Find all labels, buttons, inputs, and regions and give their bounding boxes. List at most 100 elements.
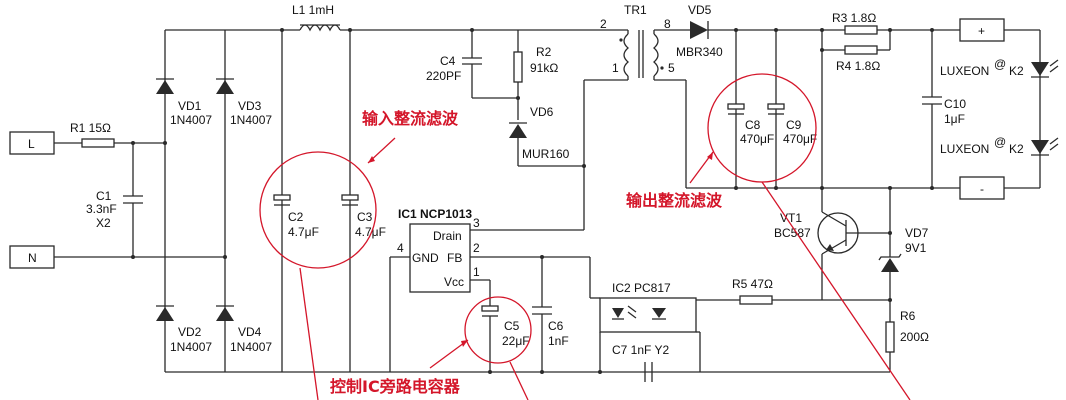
- capacitor-c3: C3 4.7μF: [341, 194, 386, 239]
- svg-text:控制IC旁路电容器: 控制IC旁路电容器: [330, 377, 461, 396]
- annotation-ic-bypass: 控制IC旁路电容器: [330, 296, 532, 400]
- svg-text:2: 2: [600, 17, 607, 31]
- svg-text:GND: GND: [412, 251, 439, 265]
- diode-vd3: VD3 1N4007: [216, 78, 272, 127]
- capacitor-c4: C4 220PF: [426, 54, 461, 83]
- zener-vd7: VD7 9V1: [878, 226, 929, 272]
- svg-text:+: +: [978, 24, 985, 38]
- svg-text:IC1 NCP1013: IC1 NCP1013: [398, 207, 472, 221]
- capacitor-c5: C5 22μF: [481, 305, 530, 372]
- svg-text:8: 8: [664, 17, 671, 31]
- led-1: LUXEON @ K2: [940, 57, 1059, 78]
- svg-text:VT1: VT1: [780, 211, 802, 225]
- svg-text:C7 1nF Y2: C7 1nF Y2: [612, 343, 669, 357]
- svg-text:IC2 PC817: IC2 PC817: [612, 281, 671, 295]
- svg-text:VD6: VD6: [530, 105, 554, 119]
- svg-text:1: 1: [473, 265, 480, 279]
- svg-text:470μF: 470μF: [740, 132, 774, 146]
- svg-text:5: 5: [668, 61, 675, 75]
- svg-text:输出整流滤波: 输出整流滤波: [626, 191, 723, 210]
- terminal-line: L: [9, 131, 55, 155]
- svg-text:22μF: 22μF: [502, 334, 530, 348]
- svg-text:VD1: VD1: [178, 99, 202, 113]
- ic2-pc817: IC2 PC817: [599, 281, 697, 333]
- annotation-output-filter: 输出整流滤波: [626, 73, 911, 400]
- svg-text:C6: C6: [548, 319, 564, 333]
- capacitor-c10: C10 1μF: [944, 97, 966, 126]
- svg-text:Vcc: Vcc: [444, 275, 464, 289]
- svg-text:470μF: 470μF: [783, 132, 817, 146]
- svg-text:1N4007: 1N4007: [230, 113, 272, 127]
- svg-text:1: 1: [612, 61, 619, 75]
- svg-text:BC587: BC587: [774, 226, 811, 240]
- svg-text:C1: C1: [96, 189, 112, 203]
- svg-text:1nF: 1nF: [548, 334, 569, 348]
- resistor-r6: R6 200Ω: [885, 309, 929, 372]
- svg-text:1μF: 1μF: [944, 112, 965, 126]
- transistor-vt1: VT1 BC587: [774, 211, 890, 255]
- diode-vd6: VD6 MUR160: [509, 105, 570, 166]
- svg-text:VD7: VD7: [905, 226, 929, 240]
- svg-text:9V1: 9V1: [905, 241, 927, 255]
- svg-text:LUXEON: LUXEON: [940, 64, 989, 78]
- capacitor-c8: C8 470μF: [727, 103, 774, 146]
- svg-text:VD4: VD4: [238, 325, 262, 339]
- capacitor-c7: C7 1nF Y2: [612, 343, 669, 382]
- ic1-ncp1013: IC1 NCP1013 Drain GND FB Vcc 3 4 2 1: [397, 207, 480, 293]
- svg-text:1N4007: 1N4007: [170, 340, 212, 354]
- svg-text:R3 1.8Ω: R3 1.8Ω: [832, 11, 876, 25]
- svg-text:K2: K2: [1009, 142, 1024, 156]
- svg-text:输入整流滤波: 输入整流滤波: [362, 109, 459, 128]
- svg-text:FB: FB: [447, 251, 462, 265]
- svg-text:4.7μF: 4.7μF: [355, 225, 386, 239]
- svg-text:@: @: [994, 57, 1006, 71]
- transformer-tr1: TR1 2 1 8 5: [584, 3, 675, 81]
- svg-text:4: 4: [397, 241, 404, 255]
- svg-text:R5 47Ω: R5 47Ω: [732, 277, 773, 291]
- svg-text:MBR340: MBR340: [676, 45, 723, 59]
- resistor-r1: R1 15Ω: [54, 121, 165, 148]
- svg-text:C5: C5: [504, 319, 520, 333]
- svg-text:N: N: [28, 251, 37, 265]
- svg-text:VD5: VD5: [688, 3, 712, 17]
- diode-vd2: VD2 1N4007: [156, 305, 212, 354]
- terminal-out-minus: -: [959, 176, 1005, 200]
- svg-text:X2: X2: [96, 216, 111, 230]
- svg-text:R2: R2: [536, 45, 552, 59]
- diode-vd1: VD1 1N4007: [156, 78, 212, 127]
- svg-text:91kΩ: 91kΩ: [530, 61, 558, 75]
- svg-text:R1 15Ω: R1 15Ω: [70, 121, 111, 135]
- svg-text:MUR160: MUR160: [522, 147, 570, 161]
- svg-text:1N4007: 1N4007: [230, 340, 272, 354]
- terminal-out-plus: +: [959, 18, 1005, 42]
- diode-vd4: VD4 1N4007: [216, 305, 272, 354]
- capacitor-c1: C1 3.3nF X2: [86, 141, 143, 259]
- svg-text:R6: R6: [900, 309, 916, 323]
- svg-text:3: 3: [473, 216, 480, 230]
- svg-text:200Ω: 200Ω: [900, 330, 929, 344]
- svg-text:L1 1mH: L1 1mH: [292, 3, 334, 17]
- svg-text:C4: C4: [440, 54, 456, 68]
- svg-text:VD3: VD3: [238, 99, 262, 113]
- resistor-r2: R2 91kΩ: [513, 30, 558, 120]
- terminal-neutral: N: [9, 245, 55, 269]
- inductor-l1: L1 1mH: [292, 3, 341, 32]
- svg-text:R4 1.8Ω: R4 1.8Ω: [836, 59, 880, 73]
- svg-text:-: -: [980, 182, 984, 196]
- svg-text:C8: C8: [745, 118, 761, 132]
- svg-text:TR1: TR1: [624, 3, 647, 17]
- svg-text:Drain: Drain: [433, 229, 462, 243]
- svg-text:VD2: VD2: [178, 325, 202, 339]
- diode-vd5: VD5 MBR340: [676, 3, 723, 59]
- svg-text:220PF: 220PF: [426, 69, 461, 83]
- svg-text:L: L: [28, 137, 35, 151]
- capacitor-c2: C2 4.7μF: [273, 194, 319, 239]
- svg-text:C10: C10: [944, 97, 966, 111]
- svg-text:2: 2: [473, 241, 480, 255]
- annotation-input-filter: 输入整流滤波: [259, 109, 459, 400]
- svg-text:1N4007: 1N4007: [170, 113, 212, 127]
- svg-text:C2: C2: [288, 210, 304, 224]
- svg-text:4.7μF: 4.7μF: [288, 225, 319, 239]
